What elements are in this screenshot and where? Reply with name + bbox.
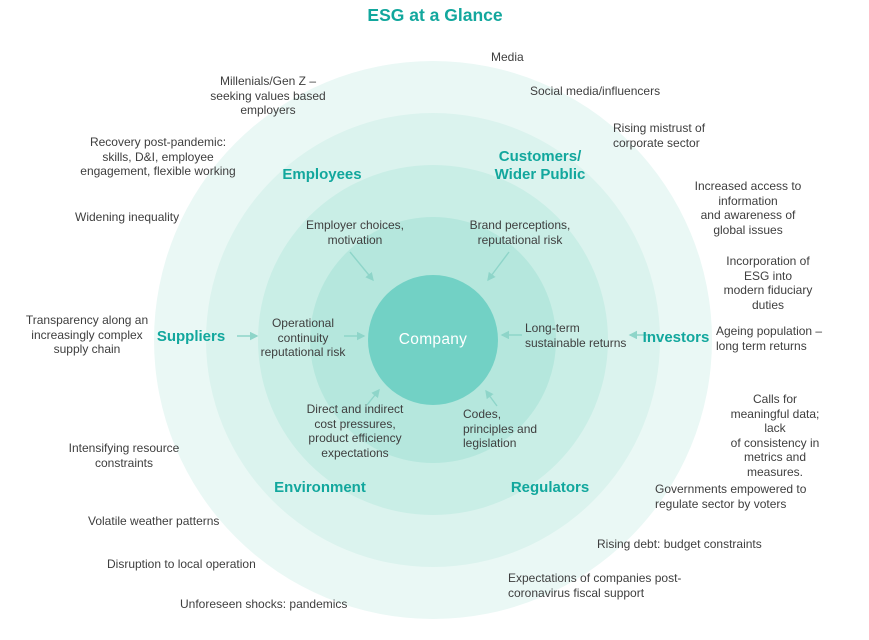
stakeholder-regulators: Regulators xyxy=(510,479,590,496)
stakeholder-suppliers: Suppliers xyxy=(156,328,226,345)
factor-inequality: Widening inequality xyxy=(75,210,180,224)
factor-expectations: Expectations of companies post- coronavi… xyxy=(508,571,682,600)
page-title: ESG at a Glance xyxy=(367,5,503,25)
influence-regulators: Codes, principles and legislation xyxy=(463,407,538,451)
stakeholder-employees: Employees xyxy=(282,166,362,183)
company-label: Company xyxy=(398,331,468,348)
influence-employees: Employer choices, motivation xyxy=(305,218,405,247)
influence-customers: Brand perceptions, reputational risk xyxy=(469,218,571,247)
factor-rising-debt: Rising debt: budget constraints xyxy=(597,537,762,551)
factor-media: Media xyxy=(491,50,524,64)
factor-recovery: Recovery post-pandemic: skills, D&I, emp… xyxy=(80,135,236,179)
influence-suppliers: Operational continuity reputational risk xyxy=(260,316,346,360)
factor-ageing: Ageing population – long term returns xyxy=(716,324,823,353)
factor-social-media: Social media/influencers xyxy=(530,84,661,98)
influence-investors: Long-term sustainable returns xyxy=(525,321,627,350)
stakeholder-investors: Investors xyxy=(642,329,710,346)
factor-mistrust: Rising mistrust of corporate sector xyxy=(613,121,706,150)
factor-fiduciary: Incorporation of ESG into modern fiducia… xyxy=(723,254,813,312)
factor-transparency: Transparency along an increasingly compl… xyxy=(25,313,149,357)
factor-shocks: Unforeseen shocks: pandemics xyxy=(180,597,348,611)
factor-resource-constraints: Intensifying resource constraints xyxy=(68,441,180,470)
company-circle: Company xyxy=(368,275,498,405)
factor-meaningful-data: Calls for meaningful data; lack of consi… xyxy=(730,392,820,479)
factor-weather: Volatile weather patterns xyxy=(88,514,220,528)
stakeholder-customers: Customers/ Wider Public xyxy=(494,148,586,183)
influence-environment: Direct and indirect cost pressures, prod… xyxy=(306,402,404,460)
factor-disruption: Disruption to local operation xyxy=(107,557,256,571)
factor-governments: Governments empowered to regulate sector… xyxy=(655,482,807,511)
factor-millenials: Millenials/Gen Z – seeking values based … xyxy=(210,74,326,118)
factor-information-access: Increased access to information and awar… xyxy=(694,179,802,237)
stakeholder-environment: Environment xyxy=(274,479,366,496)
